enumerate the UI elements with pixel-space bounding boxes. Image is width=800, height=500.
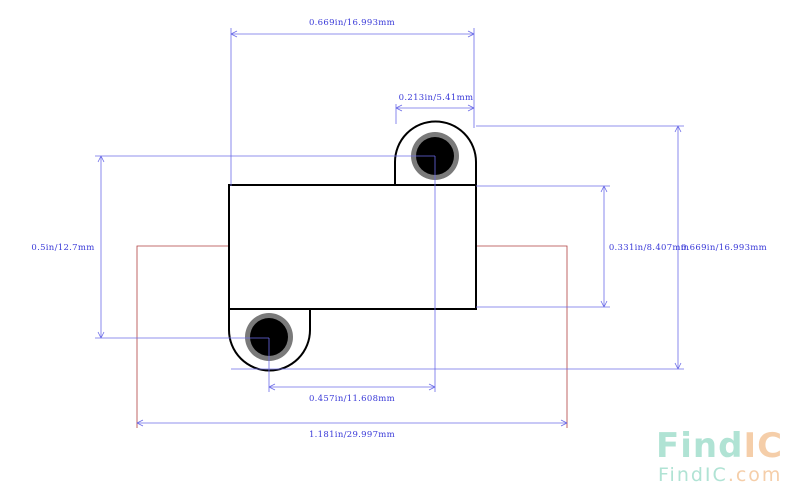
dimension-lines — [95, 28, 684, 427]
body-height-label: 0.331in/8.407mm — [609, 243, 689, 253]
svg-text:FindIC: FindIC — [656, 426, 783, 466]
pin-offset-label: 0.213in/5.41mm — [399, 93, 474, 103]
right-lead — [476, 245, 568, 428]
watermark-brand-part1: Find — [656, 426, 743, 466]
watermark-site-part1: FindIC — [658, 464, 728, 486]
watermark-brand-part2: IC — [743, 426, 783, 466]
left-height-label: 0.5in/12.7mm — [31, 243, 94, 253]
dimension-labels: 0.669in/16.993mm 0.213in/5.41mm 0.5in/12… — [31, 18, 767, 440]
pin-bottom — [245, 313, 293, 361]
total-length-label: 1.181in/29.997mm — [309, 430, 395, 440]
watermark-site-part2: .com — [728, 464, 783, 486]
watermark-logo: FindIC FindIC.com — [656, 426, 783, 486]
left-lead — [136, 245, 229, 428]
package-body — [228, 184, 477, 310]
lead-lines — [136, 245, 568, 428]
top-width-label: 0.669in/16.993mm — [309, 18, 395, 28]
svg-text:FindIC.com: FindIC.com — [658, 464, 782, 486]
pin-spacing-label: 0.457in/11.608mm — [309, 394, 395, 404]
right-height-label: 0.669in/16.993mm — [681, 243, 767, 253]
